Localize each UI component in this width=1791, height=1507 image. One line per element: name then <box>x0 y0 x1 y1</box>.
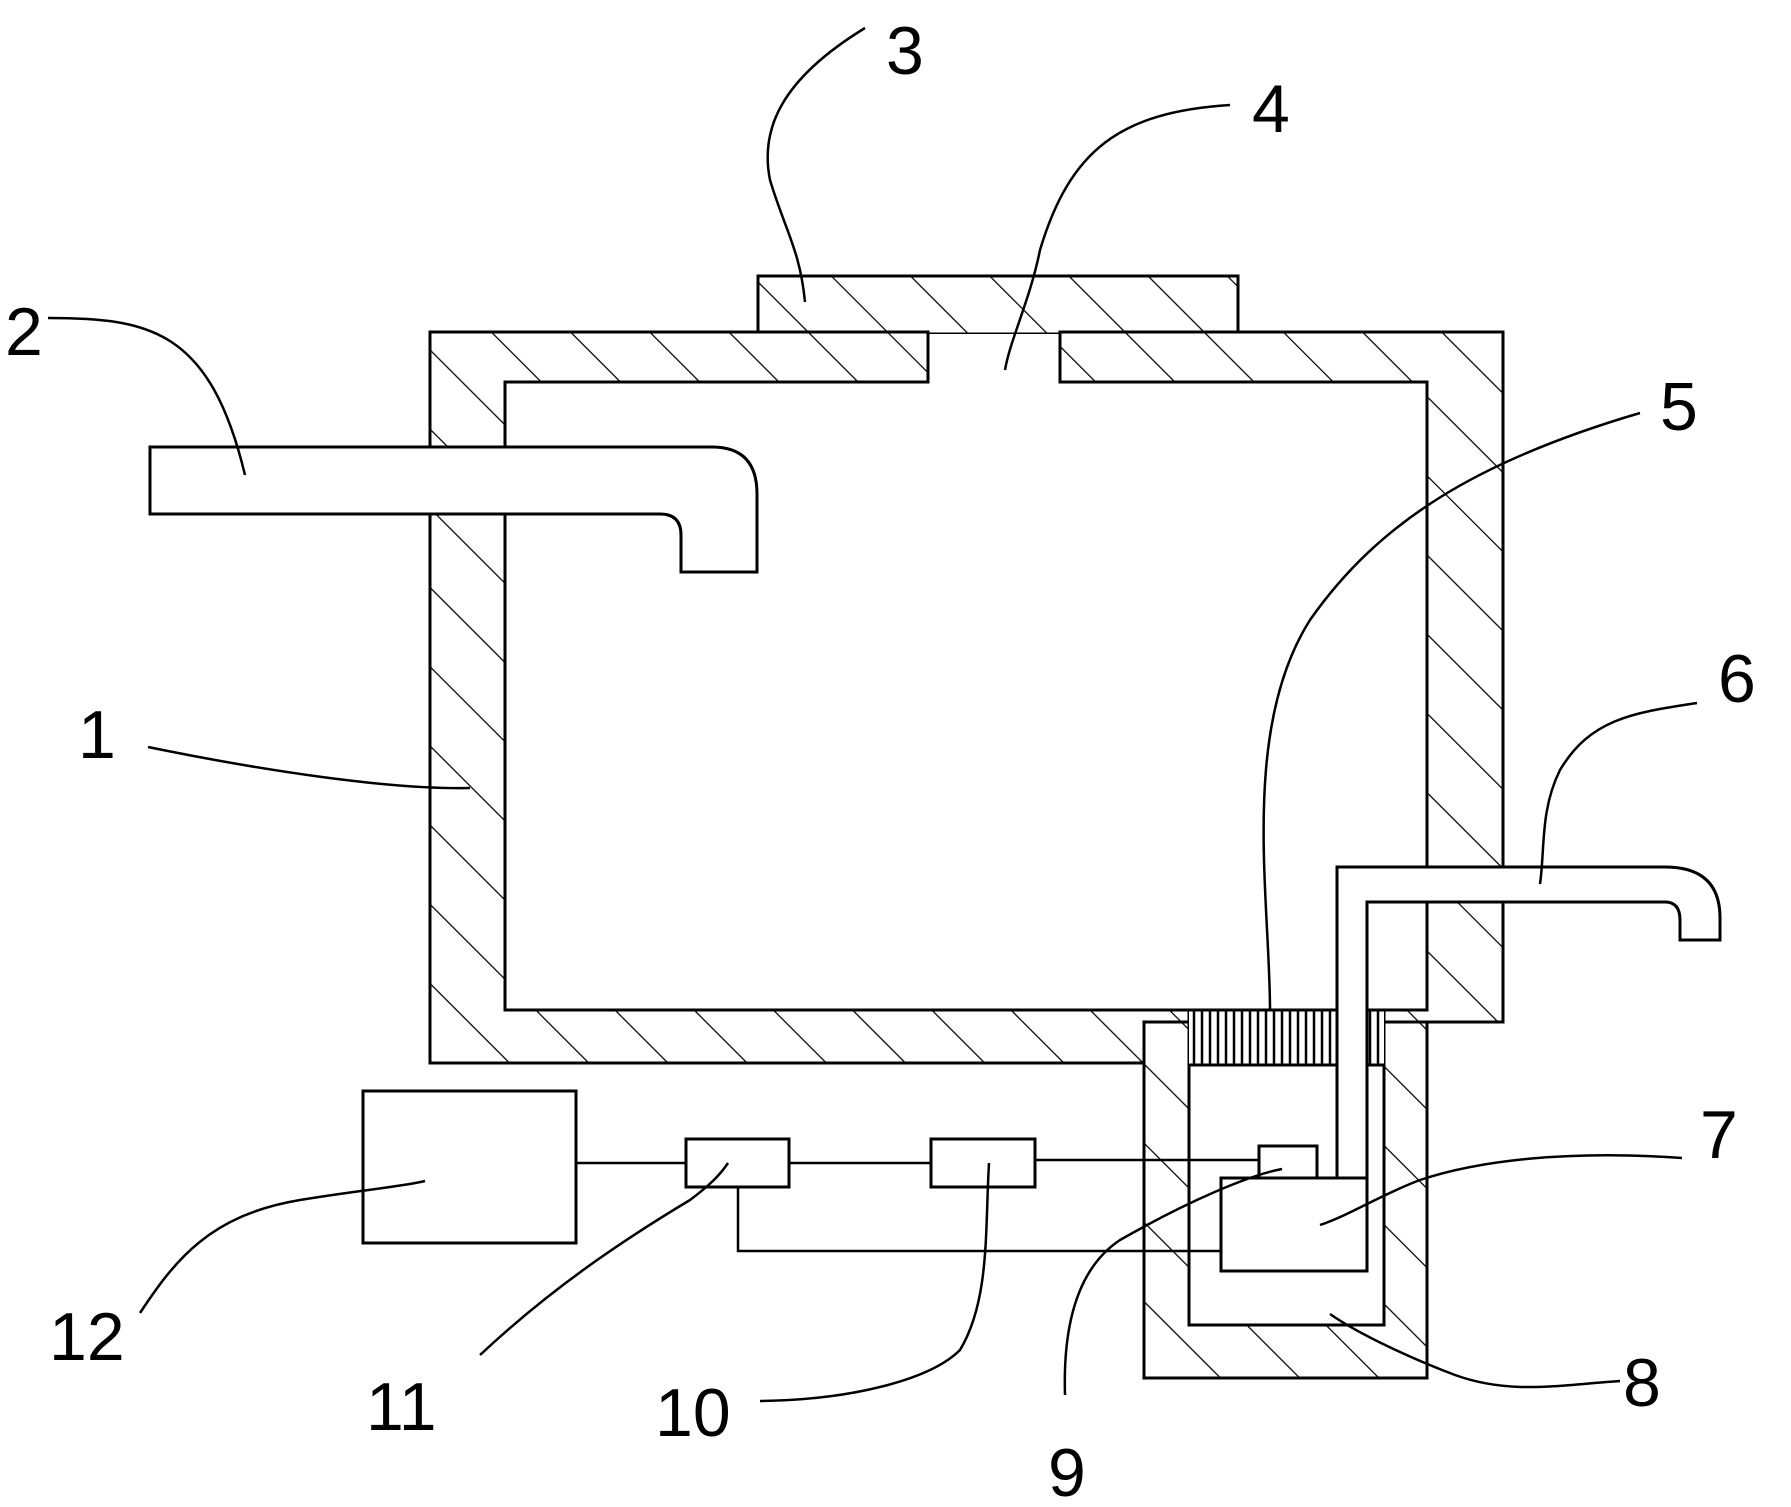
leader-3 <box>766 26 866 303</box>
switch-box <box>929 1137 1037 1189</box>
leader-8 <box>1329 1312 1621 1389</box>
top-opening <box>929 334 1059 381</box>
callout-7: 7 <box>1700 1097 1738 1173</box>
callout-9: 9 <box>1048 1435 1086 1507</box>
top-cover-plate <box>756 274 1240 336</box>
leader-11 <box>479 1162 730 1356</box>
leader-4 <box>1003 103 1231 371</box>
callout-2: 2 <box>5 294 43 370</box>
callout-3: 3 <box>886 13 924 89</box>
inlet-pipe <box>148 445 759 574</box>
leader-7 <box>1319 1153 1683 1227</box>
callout-8: 8 <box>1623 1345 1661 1421</box>
callout-4: 4 <box>1252 71 1290 147</box>
leader-12 <box>138 1179 426 1314</box>
callout-12: 12 <box>49 1299 125 1375</box>
leader-2 <box>47 316 247 476</box>
outlet-pipe <box>1335 865 1722 1180</box>
callout-6: 6 <box>1718 641 1756 717</box>
callout-1: 1 <box>78 697 116 773</box>
callout-11: 11 <box>366 1369 437 1445</box>
leader-10 <box>759 1162 991 1403</box>
power-box <box>361 1089 578 1245</box>
controller-box <box>684 1137 791 1189</box>
leader-6 <box>1538 701 1698 885</box>
callout-5: 5 <box>1660 369 1698 445</box>
callout-10: 10 <box>655 1375 731 1451</box>
leader-9 <box>1063 1167 1283 1396</box>
wire-controller-to-pump <box>736 1187 1221 1253</box>
pump-body <box>1219 1176 1369 1273</box>
leader-5 <box>1262 411 1641 1011</box>
leader-1 <box>147 745 471 790</box>
